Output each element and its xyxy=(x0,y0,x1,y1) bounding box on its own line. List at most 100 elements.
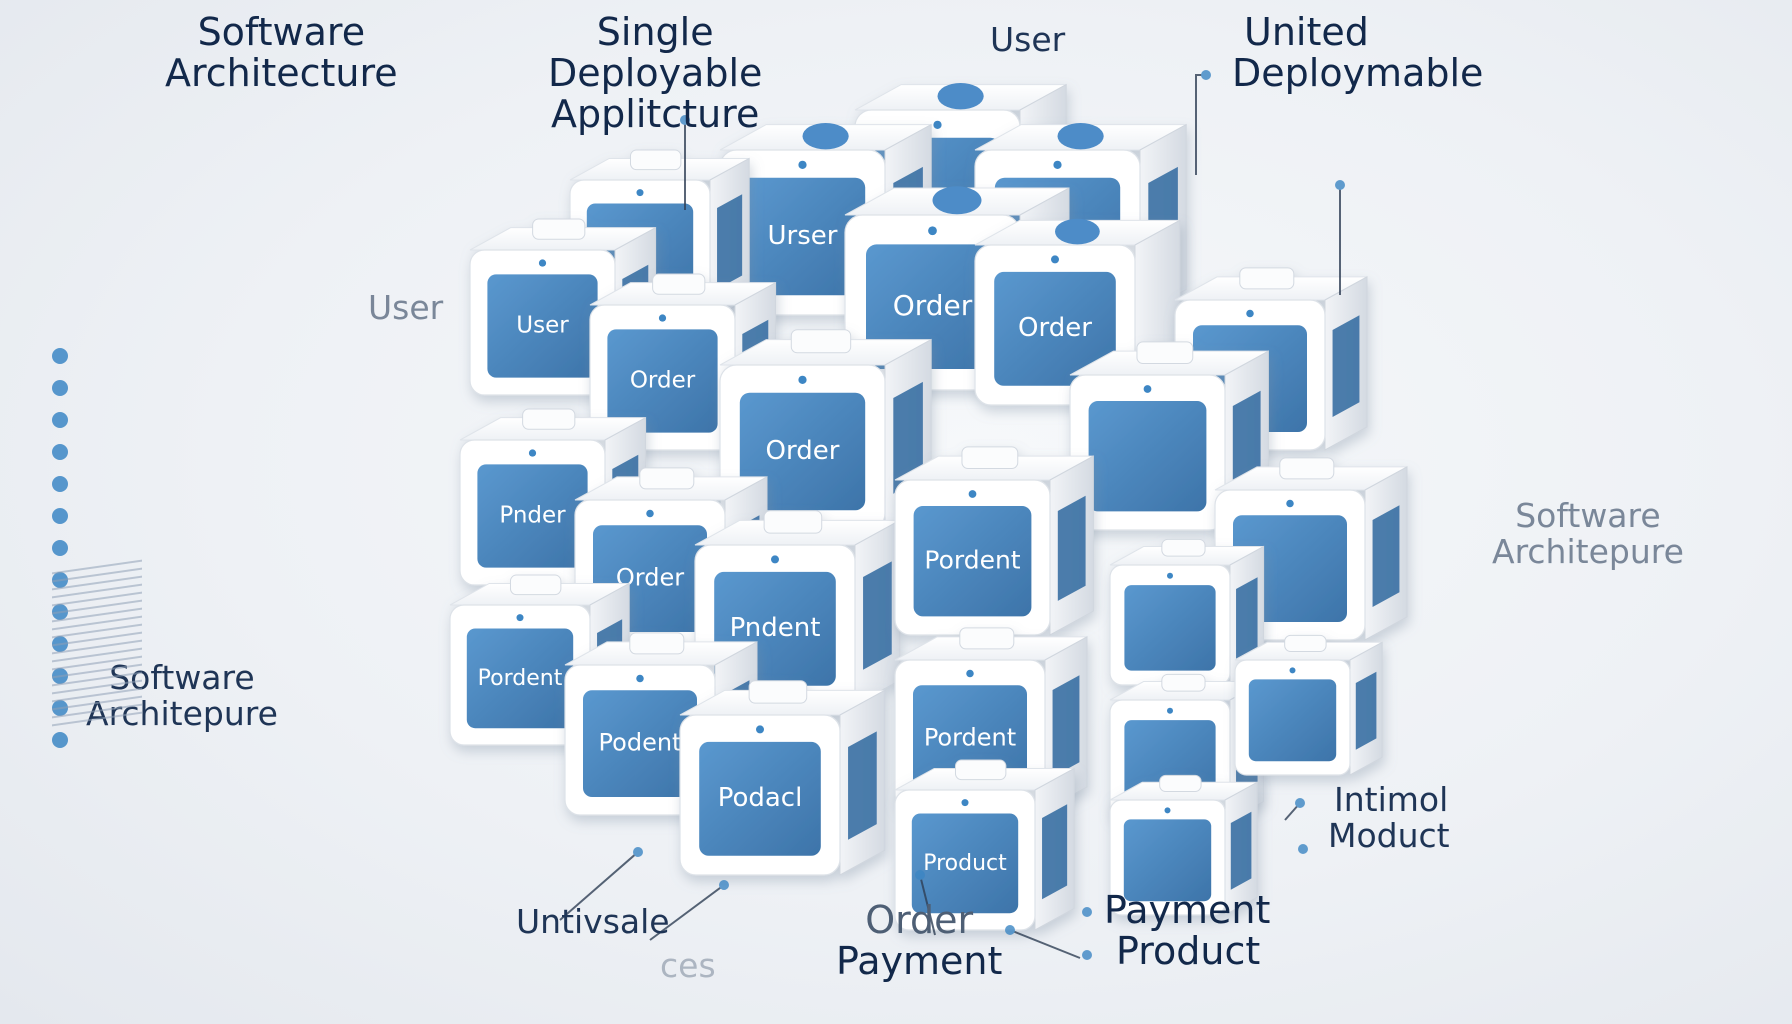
connector-dot xyxy=(771,555,779,564)
cube-label: Order xyxy=(893,289,973,322)
module-cube xyxy=(1234,634,1383,776)
label-line: Moduct xyxy=(1328,815,1450,855)
db-icon xyxy=(652,273,706,295)
connector-dot xyxy=(528,449,537,457)
db-icon xyxy=(522,408,576,430)
connector-dot xyxy=(1286,499,1294,508)
connector-dot xyxy=(1289,667,1296,674)
callout-dot xyxy=(719,880,729,890)
label-software-architecture-top: Software Architecture xyxy=(165,11,398,96)
dot xyxy=(52,348,68,364)
connector-dot xyxy=(1143,385,1152,393)
connector-dot xyxy=(516,614,524,622)
callout-dot xyxy=(1201,70,1211,80)
callout-dot xyxy=(1295,798,1305,808)
cube-label: Pnder xyxy=(499,503,566,529)
cube-side-panel xyxy=(1372,505,1400,607)
cube-label: Pndent xyxy=(730,613,821,643)
label-untivsale-faint: ces xyxy=(660,946,716,985)
db-icon xyxy=(959,627,1015,650)
dot xyxy=(52,412,68,428)
label-payment-product: Payment Product xyxy=(1104,889,1270,974)
callout-dot xyxy=(633,847,643,857)
dot xyxy=(52,732,68,748)
module-cube xyxy=(1109,538,1265,686)
cube-label: Product xyxy=(923,851,1007,876)
connector-dot xyxy=(1246,309,1254,318)
callout-line xyxy=(919,874,936,936)
cube-side-panel xyxy=(717,194,743,290)
cube-panel xyxy=(466,628,574,729)
db-icon xyxy=(639,467,695,490)
dot xyxy=(52,508,68,524)
label-line: Architepure xyxy=(1492,531,1684,571)
callout-dot xyxy=(680,115,690,125)
module-cube xyxy=(1109,774,1258,916)
module-cube: Pnder xyxy=(459,408,647,586)
hatch-decoration xyxy=(52,559,142,890)
connector-dot xyxy=(961,799,969,807)
label-software-architecture-right: Software Architepure xyxy=(1492,498,1684,569)
callout-line xyxy=(649,884,725,941)
db-icon xyxy=(961,446,1019,470)
cube-side-panel xyxy=(1052,675,1080,777)
cube-panel xyxy=(1248,679,1337,762)
dot-column xyxy=(52,348,72,764)
dot xyxy=(52,540,68,556)
cube-panel xyxy=(911,813,1019,914)
connector-dot xyxy=(966,669,974,678)
dot xyxy=(52,380,68,396)
label-line: Payment xyxy=(836,939,1003,984)
label-line: Intimol xyxy=(1334,780,1449,819)
module-cube: Podacl xyxy=(679,680,886,876)
cube-panel xyxy=(1124,585,1216,671)
label-line: Deployable xyxy=(548,51,763,96)
connector-dot xyxy=(646,509,654,518)
cube-label: Urser xyxy=(768,221,838,251)
db-icon xyxy=(954,759,1007,781)
db-icon xyxy=(1161,538,1206,557)
connector-dot xyxy=(1164,807,1171,814)
callout-line xyxy=(559,851,639,921)
connector-dot xyxy=(538,259,547,267)
callout-dot xyxy=(915,870,925,880)
cube-panel xyxy=(739,177,866,296)
db-icon xyxy=(1284,634,1327,652)
cube-label: Order xyxy=(630,368,696,394)
connector-dot xyxy=(933,120,942,129)
label-user-left: User xyxy=(368,288,444,327)
cube-panel xyxy=(487,274,598,378)
connector-dot xyxy=(636,674,644,683)
cloud-icon xyxy=(1055,218,1100,245)
cube-side-panel xyxy=(1355,671,1377,750)
cube-panel xyxy=(607,329,718,433)
cube-label: Order xyxy=(766,436,840,466)
label-untivsale: Untivsale xyxy=(516,902,670,941)
callout-dot xyxy=(1298,844,1308,854)
label-line: Applitcture xyxy=(551,92,760,137)
label-line: Architecture xyxy=(165,51,398,96)
module-cube: Product xyxy=(894,759,1075,931)
db-icon xyxy=(509,574,562,596)
callout-dot xyxy=(1082,950,1092,960)
db-icon xyxy=(532,218,586,240)
db-icon xyxy=(790,329,852,354)
cloud-icon xyxy=(937,82,984,110)
callout-dot xyxy=(1082,907,1092,917)
cube-panel xyxy=(866,244,999,369)
callout-dot xyxy=(1005,925,1015,935)
cube-panel xyxy=(699,741,821,856)
connector-dot xyxy=(1051,255,1059,264)
label-line: Product xyxy=(1116,929,1261,974)
label-line: Single xyxy=(596,10,714,54)
cloud-icon xyxy=(932,186,982,215)
label-single-deployable: Single Deployable Applitcture xyxy=(548,10,763,137)
hatch-line xyxy=(52,559,142,575)
connector-dot xyxy=(928,226,937,236)
connector-dot xyxy=(658,314,667,322)
connector-dot xyxy=(798,160,807,169)
module-cube xyxy=(1069,341,1269,531)
label-united-deployable: United Deploymable xyxy=(1232,11,1483,94)
